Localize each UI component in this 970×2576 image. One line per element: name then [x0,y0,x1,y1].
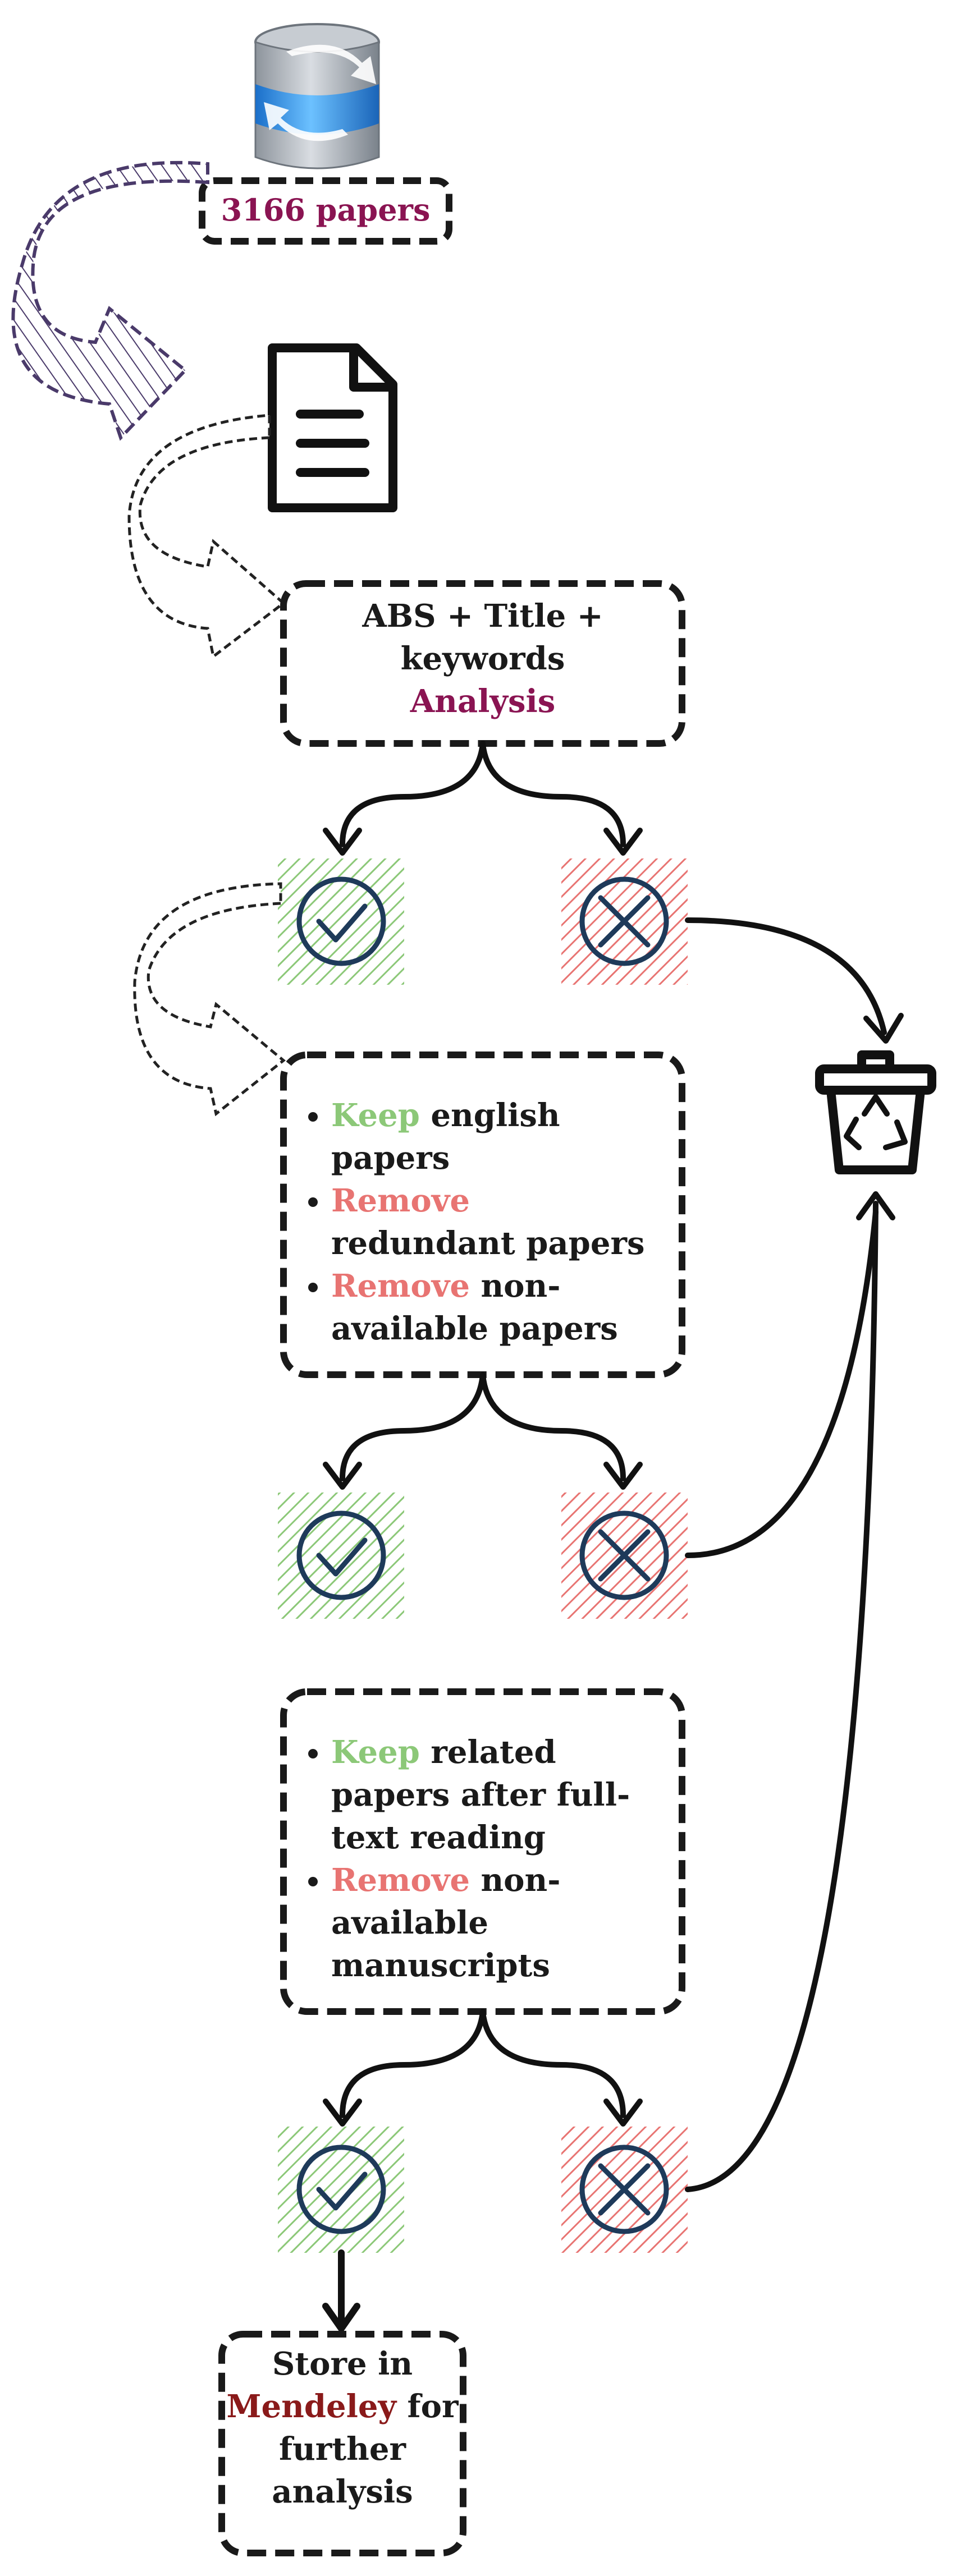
result-line-2: Mendeley for [222,2385,463,2428]
filter-criterion-remove-redundant: Remove redundant papers [331,1179,685,1265]
document-icon [268,343,397,512]
criterion-rest-line-3: text reading [331,1819,546,1856]
fulltext-criteria-text: Keep related papers after full- text rea… [292,1731,674,1987]
filter-criteria-text: Keep english papers Remove redundant pap… [292,1094,685,1350]
accept-tile-2 [278,1493,404,1619]
cross-icon [579,2145,669,2234]
paper-count-box [199,177,452,245]
result-text: Store in Mendeley for further analysis [222,2343,463,2513]
database-icon [254,23,380,169]
screening-text: ABS + Title + keywords Analysis [283,595,682,723]
result-box [218,2331,466,2556]
filter-criteria-list: Keep english papers Remove redundant pap… [292,1094,685,1350]
criterion-rest-line-3: manuscripts [331,1947,550,1984]
accept-tile-1 [278,858,404,985]
screening-split-arrows [323,741,643,856]
fulltext-criteria-list: Keep related papers after full- text rea… [292,1731,674,1987]
mendeley-highlight: Mendeley [226,2388,397,2425]
cross-icon [579,1510,669,1600]
reject-tile-1 [561,858,688,985]
paper-count-text: 3166 papers [221,192,431,228]
cross-icon [579,876,669,966]
criterion-verb: Remove [331,1268,470,1305]
criterion-verb: Remove [331,1862,470,1899]
screening-line-2: keywords [400,640,565,677]
source-to-screening-arrow [11,160,209,441]
fulltext-criterion-remove-unavailable: Remove non- available manuscripts [331,1859,674,1987]
accept-to-result-arrow [322,2249,360,2332]
accept-tile-3 [278,2127,404,2253]
screening-line-1: ABS + Title + [362,598,603,635]
check-icon [296,1510,386,1600]
result-line-3: further [278,2431,406,2468]
criterion-rest: non- [469,1268,561,1305]
criterion-rest: non- [469,1862,561,1899]
check-icon [296,876,386,966]
reject-to-bin-arrow-1 [685,917,904,1044]
paper-count-label: 3166 papers [202,187,449,232]
filter-criterion-keep-english: Keep english papers [331,1094,685,1179]
criterion-rest-line-2: papers [331,1140,450,1177]
criterion-verb: Keep [331,1734,420,1771]
fulltext-criterion-keep-related: Keep related papers after full- text rea… [331,1731,674,1859]
result-line-2-rest: for [396,2388,459,2425]
filter-criterion-remove-unavailable: Remove non- available papers [331,1265,685,1350]
criterion-rest-line-2: available papers [331,1310,618,1347]
reject-to-bin-arrow-3 [685,1191,895,2192]
reject-tile-3 [561,2127,688,2253]
criterion-verb: Remove [331,1182,470,1219]
result-line-4: analysis [272,2473,413,2510]
filter-split-arrows [323,1372,643,1490]
criterion-rest-line-2: papers after full- [331,1776,630,1813]
criterion-verb: Keep [331,1097,420,1134]
criterion-rest-line-2: redundant papers [331,1225,645,1262]
result-line-1: Store in [272,2345,413,2382]
check-icon [296,2145,386,2234]
accept-to-filter-arrow [133,882,286,1117]
fulltext-split-arrows [323,2009,643,2127]
criterion-rest-line-2: available [331,1904,488,1941]
screening-line-3: Analysis [410,683,556,720]
document-to-box-arrow [127,414,286,659]
criterion-rest: related [419,1734,556,1771]
recycle-bin-icon [815,1050,936,1174]
reject-to-bin-arrow-2 [685,1209,879,1558]
criterion-rest: english [419,1097,560,1134]
reject-tile-2 [561,1493,688,1619]
